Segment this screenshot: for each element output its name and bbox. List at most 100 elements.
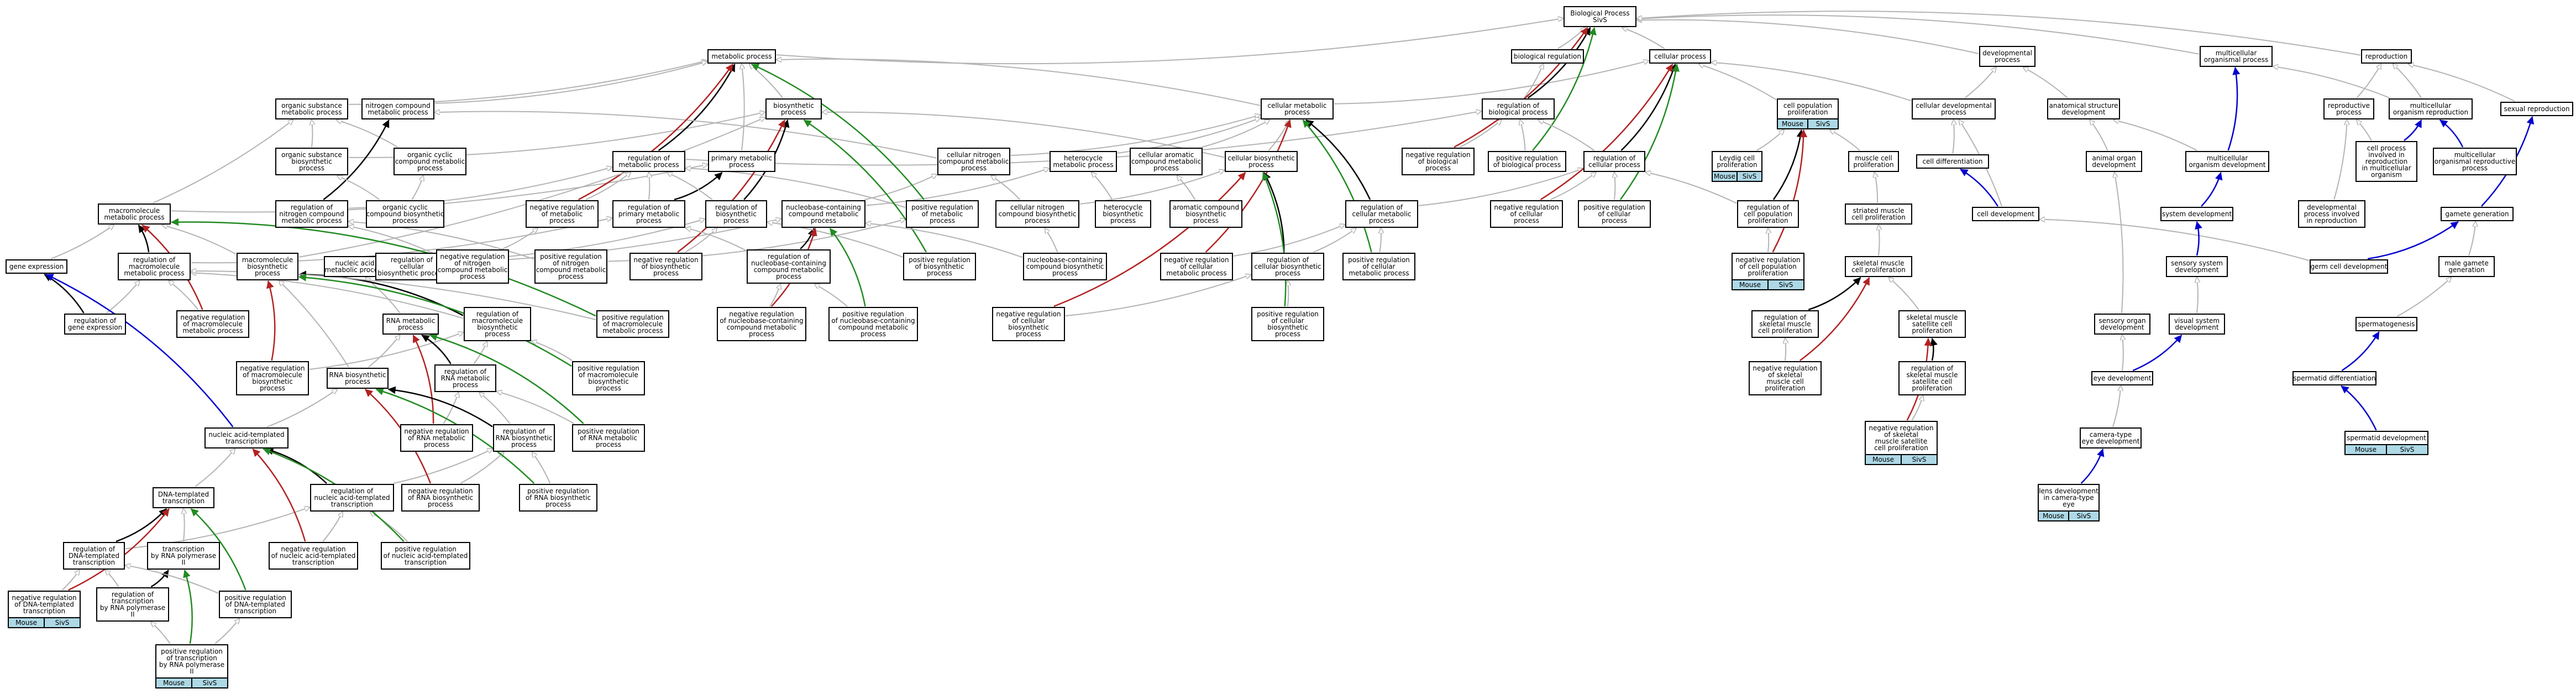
node-sexrep[interactable]: sexual reproduction: [2500, 102, 2573, 116]
node-celldev[interactable]: cell development: [1972, 207, 2039, 221]
node-eyedev[interactable]: eye development: [2091, 371, 2153, 385]
node-cp[interactable]: cellular process: [1649, 49, 1711, 64]
node-sysdev[interactable]: system development: [2160, 207, 2233, 221]
node-spermgen[interactable]: spermatogenesis: [2355, 317, 2417, 331]
node-germdev[interactable]: germ cell development: [2310, 259, 2388, 274]
node-repro[interactable]: reproduction: [2361, 49, 2412, 64]
node-rmbp[interactable]: regulation ofmacromoleculebiosyntheticpr…: [464, 307, 531, 341]
node-rncbp[interactable]: regulation ofnucleobase-containingcompou…: [747, 249, 831, 284]
node-breg[interactable]: biological regulation: [1511, 49, 1584, 64]
node-celldiff[interactable]: cell differentiation: [1916, 154, 1989, 169]
node-gamgen[interactable]: gamete generation: [2441, 207, 2514, 221]
node-geneexp[interactable]: gene expression: [6, 259, 67, 274]
